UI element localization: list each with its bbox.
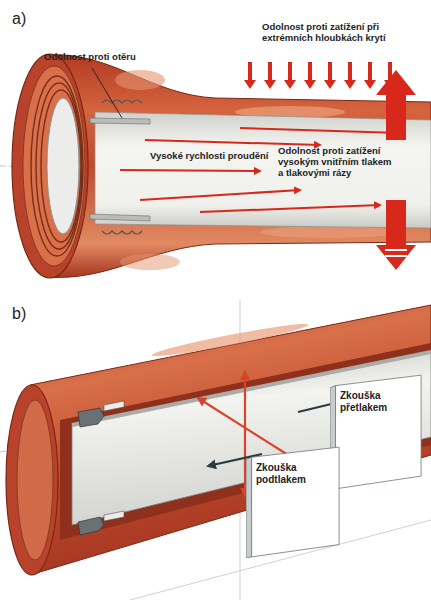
board-label: Zkouška přetlakem bbox=[340, 390, 416, 414]
panel-letter: b) bbox=[12, 305, 52, 323]
panel-b-pipe bbox=[0, 300, 431, 600]
panel-letter: a) bbox=[12, 10, 52, 28]
test-board: Zkouška podtlakem bbox=[246, 446, 340, 558]
callout-label: Odolnost proti zatížení při extrémních h… bbox=[262, 22, 422, 44]
board-label: Zkouška podtlakem bbox=[256, 462, 334, 486]
callout-label: Odolnost proti otěru bbox=[44, 52, 164, 63]
callout-label: Vysoké rychlosti proudění bbox=[150, 151, 300, 162]
test-board: Zkouška přetlakem bbox=[330, 374, 422, 490]
panel-a-pipe bbox=[0, 54, 431, 278]
callout-label: Odolnost proti zatížení vysokým vnitřním… bbox=[278, 146, 396, 179]
